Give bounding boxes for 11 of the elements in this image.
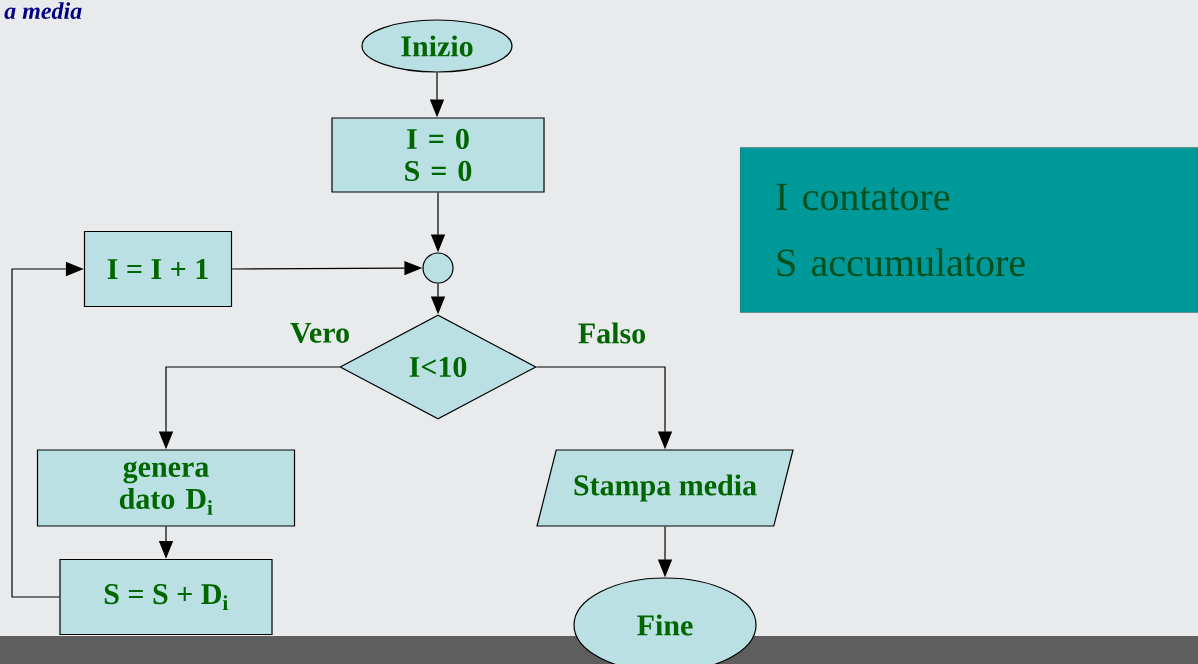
output-parallelogram: Stampa media [536, 449, 794, 527]
process-box: I = I + 1 [83, 230, 233, 308]
terminal-oval: Fine [573, 577, 757, 664]
process-box: I = 0 S = 0 [331, 117, 545, 193]
terminal-oval: Inizio [361, 19, 513, 73]
note-box: I contatore S accumulatore [739, 147, 1198, 313]
process-box: S = S + D$_{i}$ [59, 558, 273, 636]
connector-circle [422, 252, 454, 284]
slide-title: a media [4, 2, 82, 20]
edge-label: Falso [578, 322, 646, 344]
process-box: genera dato D$_{i}$ [36, 449, 296, 527]
